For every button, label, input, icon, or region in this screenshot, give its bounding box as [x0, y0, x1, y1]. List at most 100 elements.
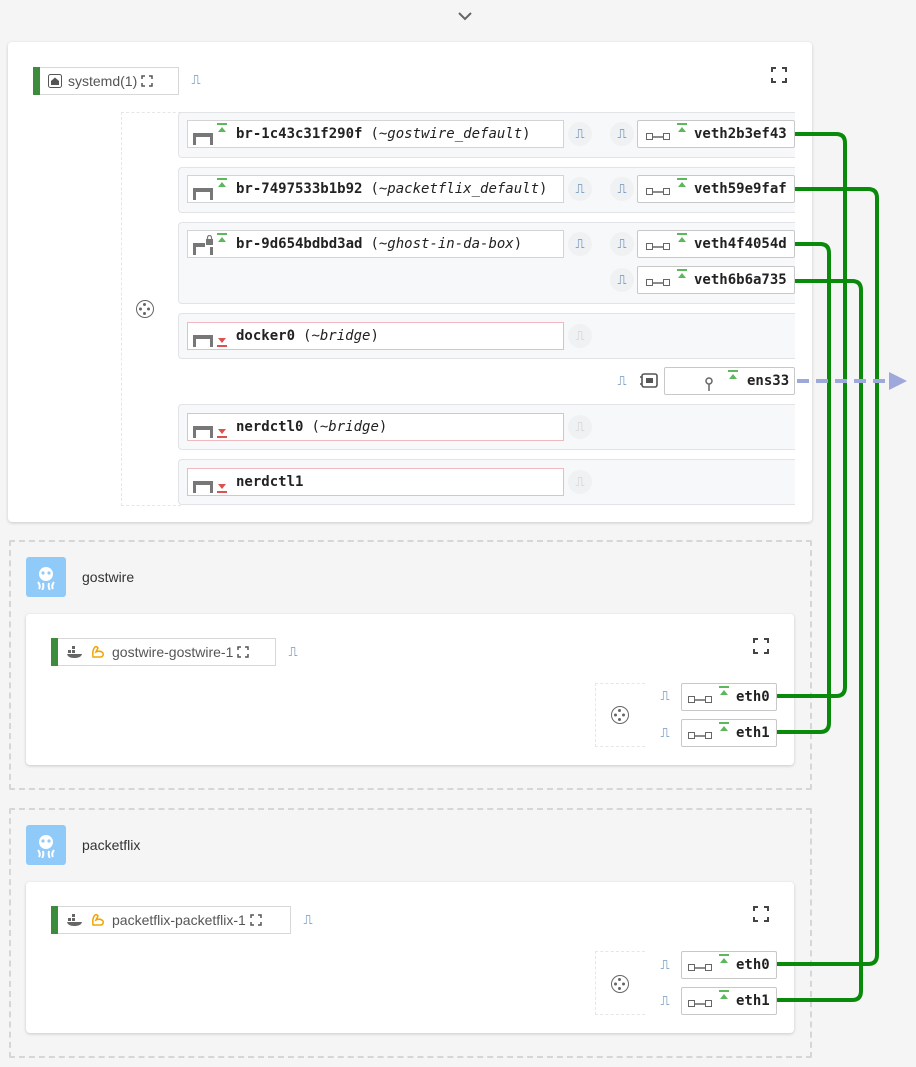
capture-icon[interactable]: ⎍ [191, 72, 201, 87]
capture-icon[interactable]: ⎍ [568, 415, 592, 439]
container-name: packetflix-packetflix-1 [112, 912, 246, 928]
status-up-icon [677, 269, 687, 278]
status-up-icon [217, 178, 227, 187]
bridge-name: docker0 [236, 328, 296, 344]
process-accent-bar [51, 638, 58, 666]
veth-interface[interactable]: veth6b6a735 [637, 266, 795, 294]
veth-icon [646, 188, 670, 195]
bridge-netif[interactable]: docker0 (~bridge) [187, 322, 564, 350]
capture-icon[interactable]: ⎍ [568, 470, 592, 494]
status-up-icon [677, 123, 687, 132]
veth-icon [688, 696, 712, 703]
arm-icon [92, 645, 104, 658]
fullscreen-icon[interactable] [771, 67, 787, 83]
capture-icon[interactable]: ⎍ [610, 268, 634, 292]
bridge-alias: ~bridge [311, 328, 371, 344]
bridge-netif[interactable]: nerdctl0 (~bridge) [187, 413, 564, 441]
home-icon [48, 74, 62, 88]
veth-name: veth6b6a735 [694, 272, 787, 288]
container-pill[interactable]: packetflix-packetflix-1 [51, 906, 291, 934]
bridge-netif[interactable]: nerdctl1 [187, 468, 564, 496]
status-down-icon [217, 338, 227, 347]
capture-icon[interactable]: ⎍ [660, 725, 670, 740]
compose-project-icon [26, 825, 66, 865]
interface-name: eth0 [736, 957, 770, 973]
veth-interface[interactable]: veth4f4054d [637, 230, 795, 258]
veth-interface[interactable]: veth59e9faf [637, 175, 795, 203]
capture-icon[interactable]: ⎍ [303, 912, 313, 927]
bridge-netif[interactable]: br-7497533b1b92 (~packetflix_default) [187, 175, 564, 203]
veth-icon [646, 133, 670, 140]
network-namespace-icon [136, 300, 154, 318]
status-up-icon [719, 990, 729, 999]
bridge-name: br-7497533b1b92 [236, 181, 363, 197]
container-pill[interactable]: gostwire-gostwire-1 [51, 638, 276, 666]
bridge-netif[interactable]: br-9d654bdbd3ad (~ghost-in-da-box) [187, 230, 564, 258]
capture-icon[interactable]: ⎍ [660, 688, 670, 703]
arm-icon [92, 913, 104, 926]
expand-icon[interactable] [250, 914, 262, 926]
bridge-name: nerdctl1 [236, 474, 304, 490]
bridge-alias: ~packetflix_default [378, 181, 540, 197]
status-up-icon [217, 123, 227, 132]
veth-icon [688, 964, 712, 971]
capture-icon[interactable]: ⎍ [568, 122, 592, 146]
docker-icon [67, 646, 82, 658]
bridge-icon [193, 133, 213, 145]
interface-name: eth1 [736, 725, 770, 741]
interface-name: eth1 [736, 993, 770, 1009]
bridge-icon [193, 188, 213, 200]
expand-icon[interactable] [237, 646, 250, 658]
veth-icon [688, 1000, 712, 1007]
capture-icon[interactable]: ⎍ [568, 232, 592, 256]
bridge-name: br-9d654bdbd3ad [236, 236, 363, 252]
container-name: gostwire-gostwire-1 [112, 644, 234, 660]
expand-icon[interactable] [141, 75, 153, 87]
capture-icon[interactable]: ⎍ [610, 232, 634, 256]
capture-icon[interactable]: ⎍ [660, 993, 670, 1008]
process-accent-bar [33, 67, 40, 95]
container-interface[interactable]: eth0 [681, 951, 777, 979]
status-up-icon [719, 954, 729, 963]
bridge-icon [193, 426, 213, 438]
veth-icon [646, 279, 670, 286]
capture-icon[interactable]: ⎍ [568, 177, 592, 201]
status-up-icon [719, 686, 729, 695]
compose-project-name: gostwire [82, 569, 135, 585]
container-card [26, 614, 794, 765]
bridge-alias: ~ghost-in-da-box [378, 236, 514, 252]
bridge-name: br-1c43c31f290f [236, 126, 363, 142]
fullscreen-icon[interactable] [753, 906, 769, 922]
compose-project-icon [26, 557, 66, 597]
external-arrow-icon [889, 372, 907, 390]
container-interface[interactable]: eth1 [681, 719, 777, 747]
container-interface[interactable]: eth1 [681, 987, 777, 1015]
chevron-down-icon[interactable] [457, 10, 473, 22]
fullscreen-icon[interactable] [753, 638, 769, 654]
systemd-process-pill[interactable]: systemd(1) [33, 67, 179, 95]
status-up-icon [728, 370, 738, 379]
physical-name: ens33 [747, 373, 790, 389]
ethernet-card-icon [640, 373, 658, 388]
bridge-alias: ~gostwire_default [378, 126, 523, 142]
veth-interface[interactable]: veth2b3ef43 [637, 120, 795, 148]
status-up-icon [217, 233, 227, 242]
capture-icon[interactable]: ⎍ [617, 373, 627, 388]
physical-interface[interactable]: ens33 [664, 367, 795, 395]
bridge-icon [193, 481, 213, 493]
status-down-icon [217, 484, 227, 493]
container-interface[interactable]: eth0 [681, 683, 777, 711]
bridge-alias: ~bridge [319, 419, 379, 435]
capture-icon[interactable]: ⎍ [610, 122, 634, 146]
status-up-icon [677, 233, 687, 242]
network-namespace-icon [611, 706, 629, 724]
bridge-netif[interactable]: br-1c43c31f290f (~gostwire_default) [187, 120, 564, 148]
docker-icon [67, 914, 82, 926]
capture-icon[interactable]: ⎍ [568, 324, 592, 348]
capture-icon[interactable]: ⎍ [660, 957, 670, 972]
compose-project-name: packetflix [82, 837, 141, 853]
capture-icon[interactable]: ⎍ [288, 644, 298, 659]
capture-icon[interactable]: ⎍ [610, 177, 634, 201]
bridge-icon [193, 335, 213, 347]
interface-name: eth0 [736, 689, 770, 705]
